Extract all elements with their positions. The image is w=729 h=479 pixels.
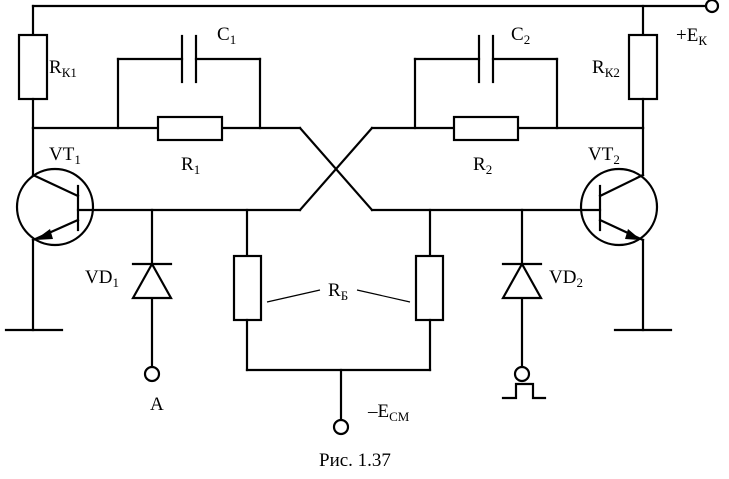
resistor-r1 [156,115,224,142]
r2-label: R2 [473,154,492,177]
ecm-terminal [332,418,350,436]
rb-leader-lines [266,289,411,303]
bias-bus [245,368,432,436]
vt2-label: VT2 [588,144,620,167]
resistor-rb-right [414,208,445,372]
pulse-input-terminal [513,365,531,383]
figure-caption: Рис. 1.37 [319,450,391,471]
rk1-label: RК1 [49,57,77,80]
ecm-label: –EСМ [367,401,410,424]
c2-label: C2 [511,24,530,47]
supply-rail [31,0,720,14]
vt1-label: VT1 [49,144,81,167]
c1-label: C1 [217,24,236,47]
vt2-emitter-arrow [625,229,641,240]
input-a-label: A [150,394,164,415]
resistor-rk1 [17,4,49,130]
vd1-label: VD1 [85,267,119,290]
ek-terminal [704,0,720,14]
resistor-rb-left [232,208,263,372]
ek-label: +EК [676,25,707,48]
rb-label: RБ [328,280,348,303]
resistor-r2 [452,115,520,142]
pulse-icon [501,382,547,400]
right-collector-bus [370,126,645,177]
resistor-rk2 [627,4,659,130]
capacitor-c1 [116,34,262,130]
cross-coupling [298,126,374,212]
input-a-terminal [143,365,161,383]
capacitor-c2 [413,34,559,130]
transistor-vt2 [579,167,673,332]
r1-label: R1 [181,154,200,177]
transistor-vt1 [4,167,95,332]
rk2-label: RК2 [592,57,620,80]
diode-vd2 [501,208,547,400]
vt1-emitter-arrow [35,229,53,240]
vd2-label: VD2 [549,267,583,290]
diode-vd1 [131,208,173,383]
